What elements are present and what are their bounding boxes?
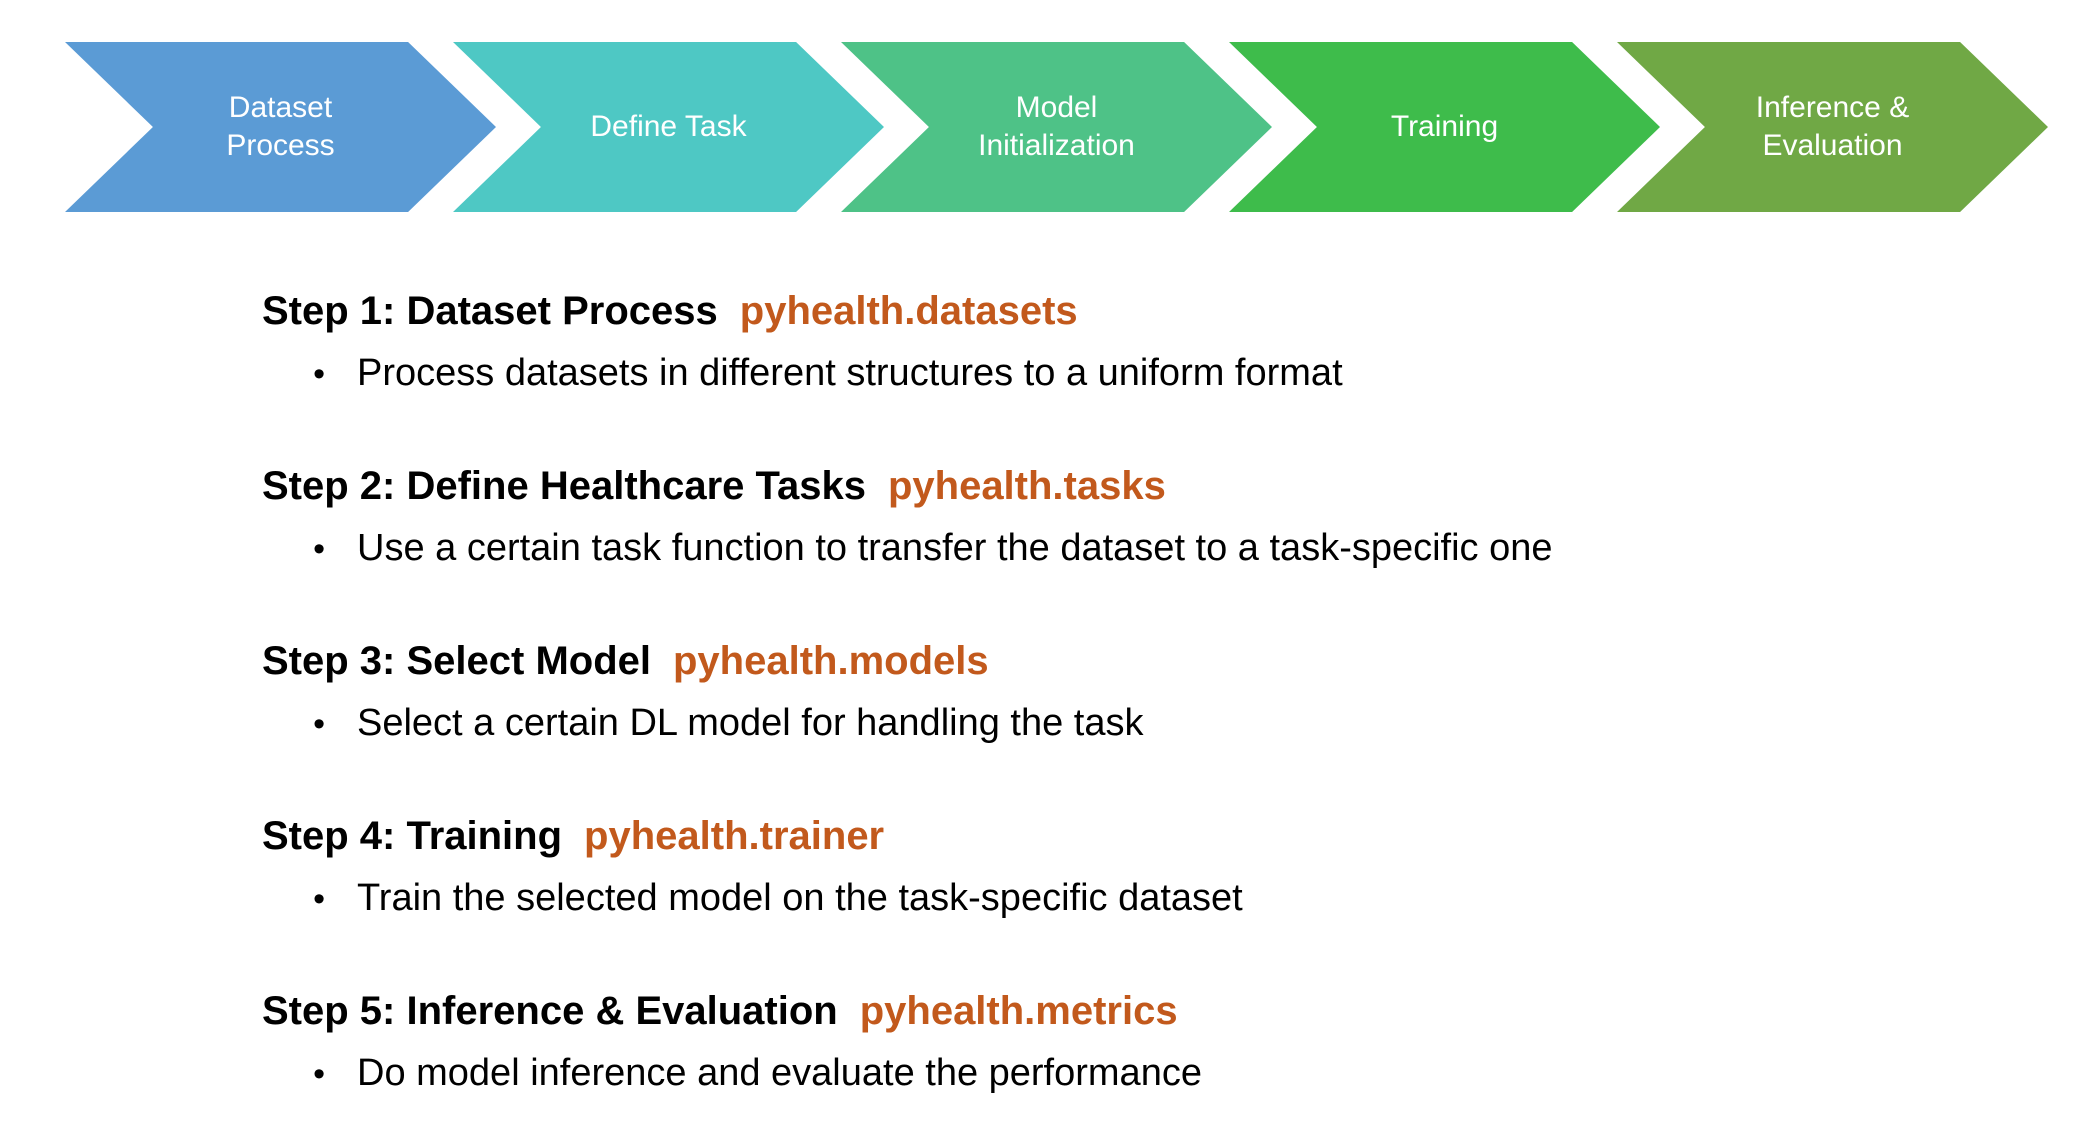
step-bullet-line: • Process datasets in different structur… (262, 348, 1553, 399)
step-heading-text: Step 3: Select Model (262, 639, 651, 683)
step-heading: Step 2: Define Healthcare Tasks pyhealth.… (262, 461, 1553, 511)
module-code: pyhealth.models (672, 639, 989, 683)
module-code: pyhealth.tasks (887, 464, 1166, 508)
flow-step-label-line1: Define Task (590, 110, 747, 143)
bullet-icon: • (313, 705, 325, 743)
step-block-3: Step 3: Select Model pyhealth.models • Se… (262, 636, 1553, 749)
module-code: pyhealth.trainer (584, 814, 885, 858)
flow-step-inference-evaluation: Inference & Evaluation (1617, 42, 2048, 212)
process-flow-band: Dataset Process Define Task Model Initia… (65, 42, 2055, 212)
flow-step-training: Training (1229, 42, 1660, 212)
step-block-2: Step 2: Define Healthcare Tasks pyhealth.… (262, 461, 1553, 574)
step-heading-text: Step 4: Training (262, 814, 563, 858)
step-heading-text: Step 2: Define Healthcare Tasks (262, 464, 866, 508)
flow-step-label-line2: Evaluation (1762, 129, 1903, 162)
step-heading: Step 3: Select Model pyhealth.models (262, 636, 1553, 686)
module-code: pyhealth.datasets (739, 289, 1078, 333)
step-bullet-line: • Train the selected model on the task-s… (262, 873, 1553, 924)
step-bullet-line: • Do model inference and evaluate the pe… (262, 1048, 1553, 1099)
module-code: pyhealth.metrics (859, 989, 1178, 1033)
step-heading: Step 5: Inference & Evaluation pyhealth.m… (262, 986, 1553, 1036)
step-bullet-line: • Select a certain DL model for handling… (262, 698, 1553, 749)
step-block-1: Step 1: Dataset Process pyhealth.datasets… (262, 286, 1553, 399)
bullet-icon: • (313, 1055, 325, 1093)
step-bullet-text: Process datasets in different structures… (357, 352, 1343, 394)
flow-step-label-line1: Dataset (228, 91, 333, 124)
step-bullet-text: Do model inference and evaluate the perf… (357, 1052, 1202, 1094)
step-block-5: Step 5: Inference & Evaluation pyhealth.m… (262, 986, 1553, 1099)
flow-step-dataset-process: Dataset Process (65, 42, 496, 212)
step-heading-text: Step 5: Inference & Evaluation (262, 989, 838, 1033)
bullet-icon: • (313, 880, 325, 918)
flow-step-label-line1: Inference & (1755, 91, 1910, 124)
step-heading-text: Step 1: Dataset Process (262, 289, 718, 333)
step-heading: Step 4: Training pyhealth.trainer (262, 811, 1553, 861)
bullet-icon: • (313, 530, 325, 568)
step-bullet-text: Train the selected model on the task-spe… (357, 877, 1243, 919)
step-bullet-line: • Use a certain task function to transfe… (262, 523, 1553, 574)
step-list: Step 1: Dataset Process pyhealth.datasets… (262, 286, 1553, 1122)
flow-step-label-line1: Model (1015, 91, 1098, 124)
step-bullet-text: Use a certain task function to transfer … (357, 527, 1553, 569)
flow-step-define-task: Define Task (453, 42, 884, 212)
step-block-4: Step 4: Training pyhealth.trainer • Train… (262, 811, 1553, 924)
flow-step-label-line2: Initialization (978, 129, 1135, 162)
flow-step-model-initialization: Model Initialization (841, 42, 1272, 212)
bullet-icon: • (313, 355, 325, 393)
flow-step-label-line1: Training (1390, 110, 1499, 143)
step-bullet-text: Select a certain DL model for handling t… (357, 702, 1144, 744)
step-heading: Step 1: Dataset Process pyhealth.datasets (262, 286, 1553, 336)
flow-step-label-line2: Process (226, 129, 335, 162)
